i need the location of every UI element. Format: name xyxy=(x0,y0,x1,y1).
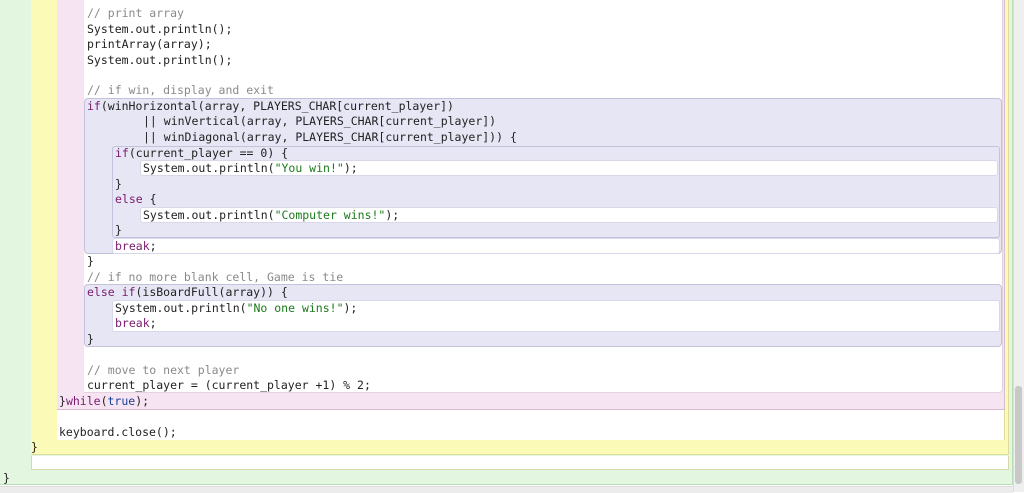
code-text: keyboard.close(); xyxy=(59,425,177,439)
code-line[interactable]: || winDiagonal(array, PLAYERS_CHAR[curre… xyxy=(143,130,517,145)
string-literal: "You win!" xyxy=(274,161,344,175)
boolean-literal: true xyxy=(107,394,136,408)
keyword-break: break xyxy=(115,316,150,330)
code-line-else[interactable]: else { xyxy=(115,192,157,207)
code-text: { xyxy=(142,192,157,206)
code-text: System.out.println(); xyxy=(87,22,233,36)
code-text: ; xyxy=(149,316,157,330)
code-line-println-no-one-wins[interactable]: System.out.println("No one wins!"); xyxy=(115,301,357,316)
keyword-if: if xyxy=(115,146,129,160)
code-text: ( xyxy=(100,394,108,408)
code-text: } xyxy=(87,332,94,346)
code-line[interactable]: keyboard.close(); xyxy=(59,425,177,440)
horizontal-scrollbar[interactable] xyxy=(0,486,1013,493)
code-text: ); xyxy=(385,208,400,222)
code-line-class-close[interactable]: } xyxy=(3,471,10,486)
method-body-tail-block xyxy=(57,410,1005,440)
code-line-if-win[interactable]: if(winHorizontal(array, PLAYERS_CHAR[cur… xyxy=(87,99,454,114)
code-text: System.out.println(); xyxy=(87,53,233,67)
code-text: } xyxy=(3,471,10,485)
code-text: } xyxy=(59,394,66,408)
code-line-comment-tie[interactable]: // if no more blank cell, Game is tie xyxy=(87,270,343,285)
code-line[interactable]: System.out.println(); xyxy=(87,22,232,37)
keyword-else: else xyxy=(115,192,143,206)
code-line-comment-next-player[interactable]: // move to next player xyxy=(87,363,239,378)
code-line[interactable]: System.out.println(); xyxy=(87,53,232,68)
else-if-body-block xyxy=(112,300,1000,332)
else-body-block xyxy=(140,207,998,223)
code-text: || winDiagonal(array, PLAYERS_CHAR[curre… xyxy=(143,130,517,144)
code-line[interactable]: current_player = (current_player +1) % 2… xyxy=(87,378,371,393)
comment-text: // if win, display and exit xyxy=(87,83,274,97)
code-text: } xyxy=(31,440,38,454)
if-body-block xyxy=(140,160,998,176)
comment-text: // print array xyxy=(87,6,184,20)
code-line-println-computer-wins[interactable]: System.out.println("Computer wins!"); xyxy=(143,208,399,223)
code-line-comment-print-array[interactable]: // print array xyxy=(87,6,184,21)
code-line-else-if[interactable]: else if(isBoardFull(array)) { xyxy=(87,285,288,300)
code-text: ); xyxy=(343,161,358,175)
code-text: } xyxy=(115,177,122,191)
code-text: } xyxy=(115,223,122,237)
code-text: (current_player == 0) { xyxy=(128,146,289,160)
code-line-if-player[interactable]: if(current_player == 0) { xyxy=(115,146,288,161)
keyword-else-if: else if xyxy=(87,285,136,299)
code-line[interactable]: || winVertical(array, PLAYERS_CHAR[curre… xyxy=(143,114,496,129)
keyword-break: break xyxy=(115,239,150,253)
code-line[interactable]: } xyxy=(115,223,122,238)
code-text: printArray(array); xyxy=(87,37,212,51)
vertical-scrollbar-thumb[interactable] xyxy=(1015,386,1022,484)
code-line[interactable]: printArray(array); xyxy=(87,37,212,52)
code-line[interactable]: } xyxy=(115,177,122,192)
code-line-break[interactable]: break; xyxy=(115,316,157,331)
code-text: ); xyxy=(135,394,150,408)
string-literal: "No one wins!" xyxy=(246,301,344,315)
method-trailing-space xyxy=(31,456,1009,470)
code-line-comment-win[interactable]: // if win, display and exit xyxy=(87,83,274,98)
code-text: System.out.println( xyxy=(143,208,275,222)
code-line[interactable]: } xyxy=(87,332,94,347)
code-line[interactable]: } xyxy=(87,254,94,269)
code-text: (winHorizontal(array, PLAYERS_CHAR[curre… xyxy=(100,99,454,113)
keyword-while: while xyxy=(65,394,101,408)
code-text: } xyxy=(87,254,94,268)
code-text: || winVertical(array, PLAYERS_CHAR[curre… xyxy=(143,114,497,128)
code-text: ); xyxy=(343,301,358,315)
code-text: (isBoardFull(array)) { xyxy=(135,285,288,299)
code-text: current_player = (current_player +1) % 2… xyxy=(87,378,371,392)
code-line-break[interactable]: break; xyxy=(115,239,157,254)
code-line-while[interactable]: }while(true); xyxy=(59,394,149,409)
vertical-scrollbar[interactable] xyxy=(1013,0,1024,492)
break-statement-block xyxy=(112,238,1000,254)
comment-text: // move to next player xyxy=(87,363,240,377)
code-line-method-close[interactable]: } xyxy=(31,440,38,455)
comment-text: // if no more blank cell, Game is tie xyxy=(87,270,344,284)
code-text: ; xyxy=(149,239,157,253)
code-text: System.out.println( xyxy=(115,301,247,315)
keyword-if: if xyxy=(87,99,101,113)
string-literal: "Computer wins!" xyxy=(274,208,386,222)
code-text: System.out.println( xyxy=(143,161,275,175)
code-line-println-you-win[interactable]: System.out.println("You win!"); xyxy=(143,161,358,176)
